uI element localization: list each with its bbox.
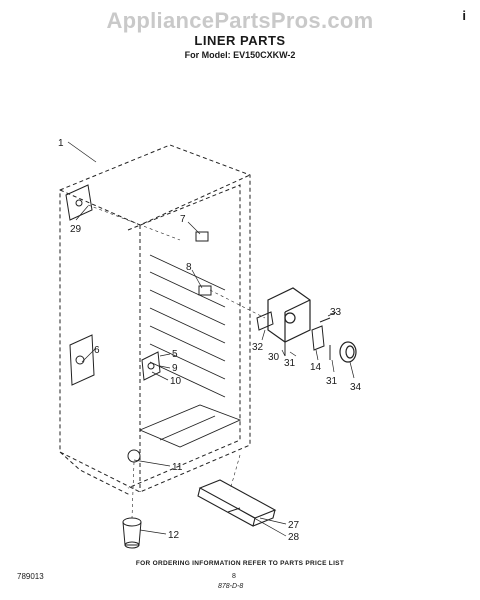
- leader-lines: [67, 141, 355, 537]
- ordering-note: FOR ORDERING INFORMATION REFER TO PARTS …: [135, 560, 345, 567]
- diagram-number: 789013: [17, 572, 44, 581]
- callout-34: 34: [350, 382, 362, 393]
- bracket-part: [256, 311, 274, 331]
- callout-5: 5: [172, 349, 178, 360]
- watermark: AppliancePartsPros.com: [106, 8, 374, 33]
- model-subtitle: For Model: EV150CXKW-2: [184, 50, 296, 60]
- callout-6: 6: [94, 345, 100, 356]
- callout-11: 11: [172, 462, 183, 473]
- corner-mark: i: [462, 8, 466, 23]
- callout-31: 31: [326, 376, 338, 387]
- callout-14: 14: [310, 362, 322, 373]
- liner-cabinet: [59, 144, 251, 496]
- screw-part: [227, 507, 241, 513]
- callout-32: 32: [252, 342, 264, 353]
- callout-29: 29: [70, 224, 82, 235]
- knob-part: [339, 341, 357, 363]
- callout-31: 31: [284, 358, 296, 369]
- hinge-part: [69, 334, 95, 386]
- shelf-rails: [149, 254, 226, 398]
- clip-part: [198, 285, 212, 296]
- control-housing: [267, 287, 311, 343]
- callout-33: 33: [330, 307, 342, 318]
- liner-floor: [138, 404, 242, 448]
- callout-8: 8: [186, 262, 192, 273]
- callout-12: 12: [168, 530, 180, 541]
- callout-1: 1: [58, 138, 64, 149]
- page-number: 8: [232, 573, 236, 580]
- bracket-part: [65, 184, 93, 221]
- handwritten-code: 878-D-8: [218, 583, 244, 590]
- callout-10: 10: [170, 376, 182, 387]
- callout-28: 28: [288, 532, 300, 543]
- callout-30: 30: [268, 352, 280, 363]
- page-title: LINER PARTS: [194, 33, 286, 48]
- foot-part: [122, 517, 142, 549]
- thermostat-part: [311, 325, 325, 351]
- clip-part: [195, 231, 209, 242]
- hinge-cluster: [141, 351, 161, 381]
- callout-27: 27: [288, 520, 300, 531]
- callout-7: 7: [180, 214, 186, 225]
- guide-lines: [87, 204, 266, 519]
- drain-trough: [197, 479, 277, 527]
- screw-part: [319, 317, 331, 323]
- callout-9: 9: [172, 363, 178, 374]
